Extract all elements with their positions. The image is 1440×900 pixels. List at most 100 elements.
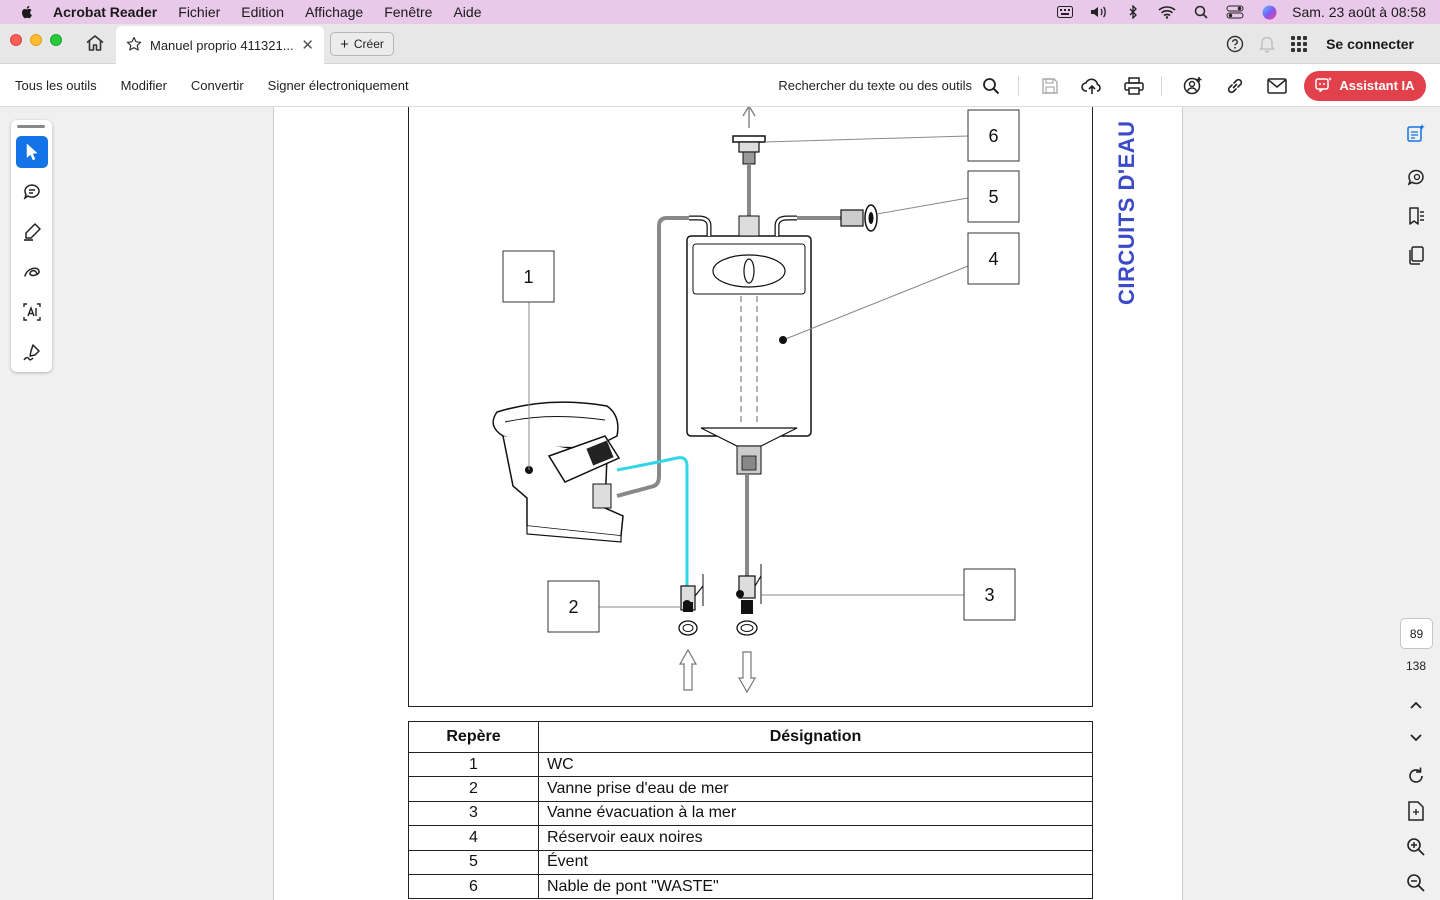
total-pages-label: 138 [1405,659,1427,673]
window-minimize-button[interactable] [30,34,42,46]
volume-icon[interactable] [1090,5,1108,19]
siri-icon[interactable] [1260,5,1278,19]
callout-5: 5 [967,170,1020,223]
water-circuit-diagram: 1 2 3 4 5 [492,107,1020,694]
vent-fitting-shape [840,204,878,232]
table-cell-des: Réservoir eaux noires [538,825,1093,851]
menubar-item-edition[interactable]: Edition [241,4,285,20]
menubar-item-aide[interactable]: Aide [453,4,482,20]
close-tab-icon[interactable]: ✕ [301,37,314,54]
page-fit-icon[interactable] [1405,800,1427,822]
zoom-out-icon[interactable] [1405,872,1427,894]
highlight-tool-button[interactable] [16,216,48,248]
menubar-status-area: Sam. 23 août à 08:58 [1040,0,1440,24]
table-cell-des: WC [538,751,1093,778]
home-icon[interactable] [84,32,106,54]
rail-drag-handle[interactable] [17,125,45,128]
callout-3: 3 [963,568,1016,621]
toolbar-edit[interactable]: Modifier [120,77,167,93]
highlighter-pen-icon [24,223,41,241]
keyboard-input-icon[interactable] [1056,5,1074,19]
bookmarks-icon[interactable] [1405,205,1427,227]
table-cell-des: Vanne évacuation à la mer [538,800,1093,827]
rotate-refresh-icon[interactable] [1405,765,1427,787]
callout-5-label: 5 [988,187,998,207]
current-page-input[interactable]: 89 [1400,618,1433,649]
apps-grid-icon[interactable] [1288,33,1310,55]
toolbar-e-sign[interactable]: Signer électroniquement [267,77,409,93]
menubar-app-name[interactable]: Acrobat Reader [53,4,158,20]
link-icon[interactable] [1224,75,1246,97]
legend-header-designation: Désignation [538,721,1093,753]
menubar-item-fenetre[interactable]: Fenêtre [384,4,433,20]
callout-2-label: 2 [568,597,578,617]
table-cell-num: 3 [408,800,539,827]
cloud-upload-icon[interactable] [1081,75,1103,97]
email-icon[interactable] [1266,75,1288,97]
comments-panel-icon[interactable] [1405,166,1427,188]
menubar-item-affichage[interactable]: Affichage [305,4,364,20]
table-cell-num: 5 [408,849,539,875]
ai-assistant-button[interactable]: Assistant IA [1304,70,1426,101]
comment-tool-button[interactable] [16,176,48,208]
legend-header-repere: Repère [408,721,539,753]
deck-outlet-arrow [742,107,756,128]
table-cell-num: 6 [408,873,539,900]
save-icon[interactable] [1039,75,1061,97]
ai-assistant-label: Assistant IA [1339,78,1415,93]
window-zoom-button[interactable] [50,34,62,46]
window-tabbar: Manuel proprio 411321... ✕ + Créer Se co… [0,24,1440,64]
share-user-icon[interactable] [1182,75,1204,97]
select-tool-button[interactable] [16,136,48,168]
star-icon[interactable] [126,36,142,55]
document-viewport[interactable]: 1 2 3 4 5 [0,107,1440,900]
zoom-in-icon[interactable] [1405,836,1427,858]
seawater-intake-valve-shape [678,574,704,636]
create-button[interactable]: + Créer [330,32,394,56]
sign-tool-button[interactable] [16,336,48,368]
toolbar-convert[interactable]: Convertir [190,77,244,93]
document-properties-icon[interactable] [1405,122,1427,144]
spotlight-search-icon[interactable] [1192,5,1210,19]
sign-in-button[interactable]: Se connecter [1326,36,1414,52]
freehand-draw-icon [24,267,40,277]
quick-tools-rail [11,120,52,372]
wifi-icon[interactable] [1158,5,1176,19]
notifications-bell-icon[interactable] [1256,33,1278,55]
section-side-title: CIRCUITS D'EAU [1110,117,1150,317]
bluetooth-icon[interactable] [1124,5,1142,19]
toolbar-all-tools[interactable]: Tous les outils [15,77,97,93]
help-icon[interactable] [1224,33,1246,55]
callout-4-label: 4 [988,249,998,269]
menubar-item-fichier[interactable]: Fichier [178,4,221,20]
print-icon[interactable] [1123,75,1145,97]
sea-discharge-valve-shape [736,564,762,636]
apple-logo-icon[interactable] [19,4,35,20]
toolbar-divider [1018,75,1019,96]
menubar-clock[interactable]: Sam. 23 août à 08:58 [1292,4,1426,20]
table-cell-num: 1 [408,751,539,778]
text-recognition-tool-button[interactable] [16,296,48,328]
window-close-button[interactable] [10,34,22,46]
page-thumbnails-icon[interactable] [1405,244,1427,266]
legend-table-header: Repère Désignation [408,721,1093,753]
chevron-down-icon[interactable] [1405,727,1427,749]
chevron-up-icon[interactable] [1405,694,1427,716]
table-cell-des: Vanne prise d'eau de mer [538,776,1093,802]
table-cell-num: 2 [408,776,539,802]
search-icon[interactable] [980,75,1002,97]
search-tools-label[interactable]: Rechercher du texte ou des outils [778,78,972,93]
document-tab-title: Manuel proprio 411321... [150,37,294,53]
fountain-pen-icon [23,344,40,361]
control-center-icon[interactable] [1226,5,1244,19]
document-tab[interactable]: Manuel proprio 411321... ✕ [116,26,324,64]
callout-3-label: 3 [984,585,994,605]
intake-arrow-up [678,648,698,691]
draw-tool-button[interactable] [16,256,48,288]
water-circuit-diagram-frame: 1 2 3 4 5 [408,107,1093,707]
callout-4: 4 [967,232,1020,285]
